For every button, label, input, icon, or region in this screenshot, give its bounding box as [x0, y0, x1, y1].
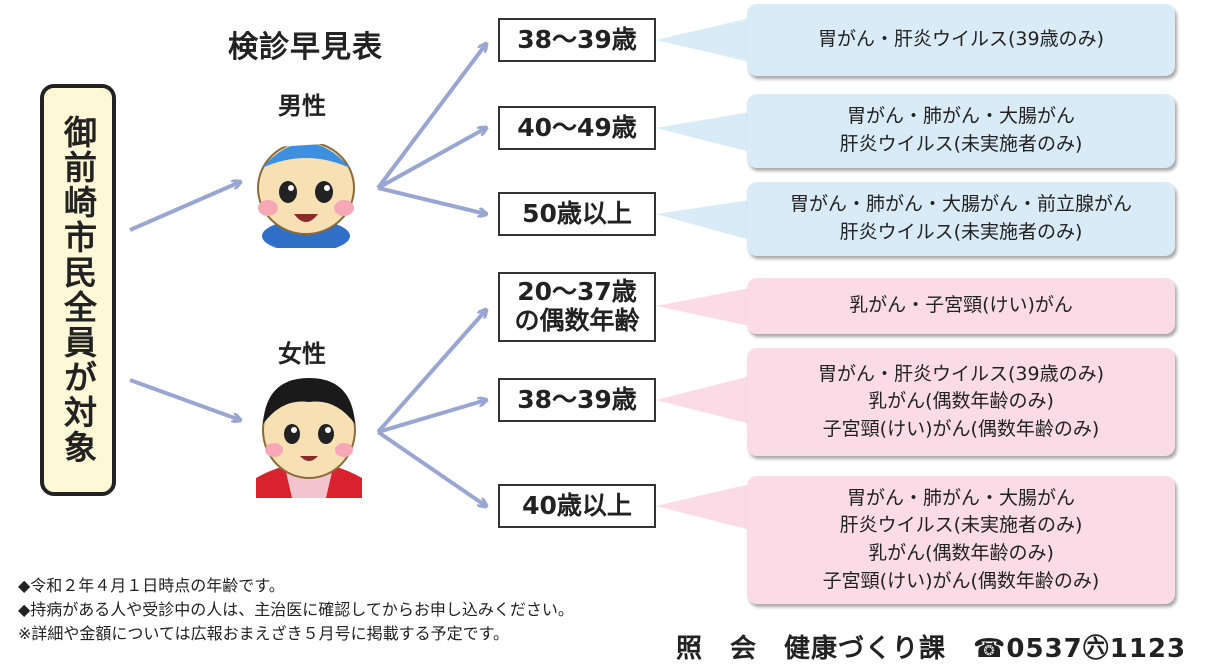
male-callout-1: 胃がん・肝炎ウイルス(39歳のみ)	[747, 4, 1175, 76]
contact-info: 照 会 健康づくり課 ☎0537㊅1123	[676, 634, 1187, 664]
male-callout-3: 胃がん・肺がん・大腸がん・前立腺がん 肝炎ウイルス(未実施者のみ)	[747, 182, 1175, 256]
male-mascot-icon	[257, 137, 355, 248]
female-callout-3: 胃がん・肺がん・大腸がん 肝炎ウイルス(未実施者のみ) 乳がん(偶数年齢のみ) …	[747, 476, 1175, 604]
note-line: ※詳細や金額については広報おまえざき５月号に掲載する予定です。	[18, 624, 510, 643]
arrow-female-to-40plus	[376, 430, 486, 506]
female-label: 女性	[278, 340, 326, 368]
target-box: 御前崎市民全員が対象	[40, 84, 116, 496]
exam-item: 乳がん(偶数年齢のみ)	[868, 542, 1054, 564]
female-age-box-3: 40歳以上	[498, 484, 656, 528]
male-age-box-3: 50歳以上	[498, 192, 656, 236]
arrow-female-to-38-39	[377, 400, 486, 434]
arrow-male-to-38-39	[376, 44, 486, 190]
pointer-male-3	[656, 200, 750, 240]
pointer-female-1	[656, 288, 750, 326]
exam-item: 子宮頸(けい)がん(偶数年齢のみ)	[822, 417, 1100, 440]
exam-item: 胃がん・肝炎ウイルス(39歳のみ)	[817, 28, 1104, 51]
female-callout-1: 乳がん・子宮頸(けい)がん	[747, 278, 1175, 334]
exam-item: 肝炎ウイルス(未実施者のみ)	[839, 133, 1083, 155]
arrow-male-to-50plus	[377, 186, 486, 214]
arrow-target-to-female	[129, 378, 240, 420]
note-line: ◆持病がある人や受診中の人は、主治医に確認してからお申し込みください。	[18, 600, 574, 619]
female-mascot-icon	[256, 378, 362, 498]
exam-item: 乳がん・子宮頸(けい)がん	[849, 294, 1073, 317]
pointer-male-2	[656, 112, 750, 152]
exam-item: 肝炎ウイルス(未実施者のみ)	[839, 514, 1083, 537]
arrow-male-to-40-49	[377, 128, 486, 190]
arrow-target-to-male	[129, 182, 240, 232]
exam-item: 肝炎ウイルス(未実施者のみ)	[839, 221, 1083, 243]
pointer-female-2	[656, 376, 750, 424]
exam-item: 乳がん(偶数年齢のみ)	[868, 390, 1054, 413]
pointer-female-3	[656, 484, 750, 530]
male-callout-2: 胃がん・肺がん・大腸がん 肝炎ウイルス(未実施者のみ)	[747, 94, 1175, 168]
male-label: 男性	[278, 92, 326, 120]
exam-item: 子宮頸(けい)がん(偶数年齢のみ)	[822, 569, 1100, 592]
note-line: ◆令和２年４月１日時点の年齢です。	[18, 576, 285, 595]
target-label: 御前崎市民全員が対象	[58, 115, 98, 465]
female-callout-2: 胃がん・肝炎ウイルス(39歳のみ) 乳がん(偶数年齢のみ) 子宮頸(けい)がん(…	[747, 348, 1175, 456]
page-title: 検診早見表	[228, 30, 383, 65]
exam-item: 胃がん・肺がん・大腸がん	[846, 486, 1075, 509]
exam-item: 胃がん・肝炎ウイルス(39歳のみ)	[817, 362, 1104, 385]
female-age-box-1: 20〜37歳の偶数年齢	[498, 272, 656, 342]
exam-item: 胃がん・肺がん・大腸がん・前立腺がん	[789, 193, 1132, 216]
male-age-box-2: 40〜49歳	[498, 106, 656, 150]
arrow-female-to-20-37	[376, 310, 486, 434]
female-age-box-2: 38〜39歳	[498, 378, 656, 422]
pointer-male-1	[656, 18, 750, 62]
male-age-box-1: 38〜39歳	[498, 18, 656, 62]
exam-item: 胃がん・肺がん・大腸がん	[846, 105, 1075, 128]
